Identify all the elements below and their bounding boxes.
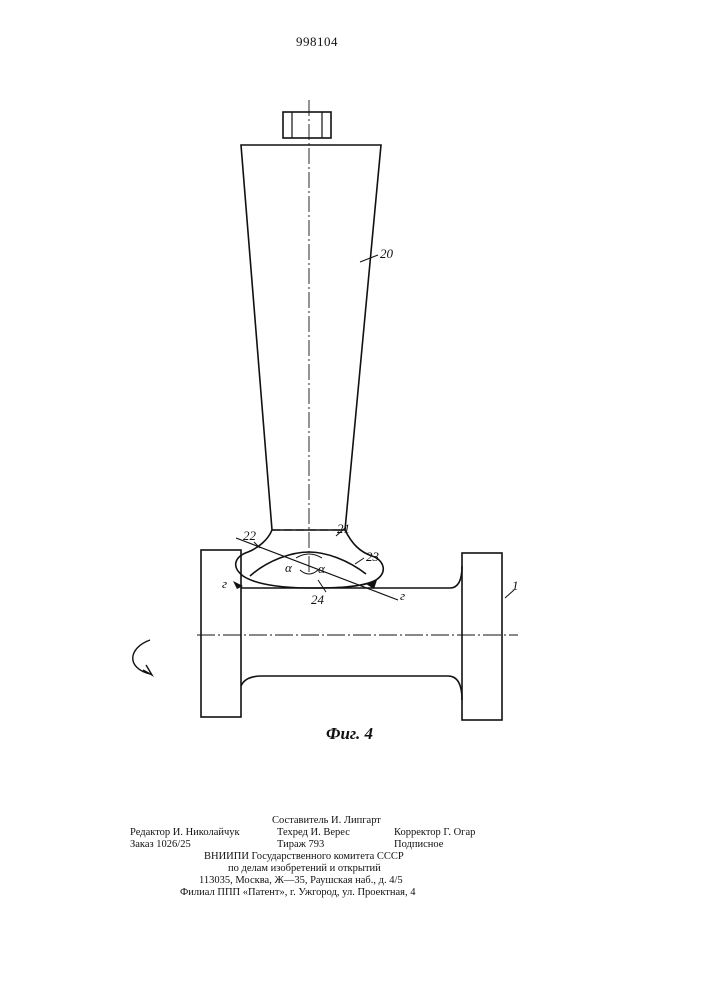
imprint-order: Заказ 1026/25 bbox=[130, 839, 191, 851]
label-part-24: 24 bbox=[311, 592, 324, 608]
imprint-editor: Редактор И. Николайчук bbox=[130, 827, 240, 839]
roll-left-flange bbox=[201, 550, 241, 717]
imprint-org-line2: по делам изобретений и открытий bbox=[228, 863, 381, 875]
roll-neck-top bbox=[241, 566, 462, 588]
imprint-tech-editor: Техред И. Верес bbox=[277, 827, 350, 839]
imprint-subscription: Подписное bbox=[394, 839, 443, 851]
imprint-corrector: Корректор Г. Огар bbox=[394, 827, 475, 839]
imprint-compiler: Составитель И. Липгарт bbox=[272, 815, 381, 827]
nut bbox=[283, 112, 331, 138]
label-part-23: 23 bbox=[366, 549, 379, 565]
roll-right-flange bbox=[462, 553, 502, 720]
label-part-22: 22 bbox=[243, 528, 256, 544]
figure-caption: Фиг. 4 bbox=[326, 724, 373, 744]
label-tool-20: 20 bbox=[380, 246, 393, 262]
profile-24 bbox=[250, 552, 366, 576]
imprint-circulation: Тираж 793 bbox=[277, 839, 324, 851]
label-angle-right: α bbox=[318, 561, 325, 577]
roll-neck-bottom bbox=[241, 676, 462, 700]
imprint-org-line1: ВНИИПИ Государственного комитета СССР bbox=[204, 851, 404, 863]
label-roll-1: 1 bbox=[512, 578, 519, 594]
label-angle-left: α bbox=[285, 560, 292, 576]
imprint-branch: Филиал ППП «Патент», г. Ужгород, ул. Про… bbox=[180, 887, 415, 899]
label-section-right: г bbox=[400, 588, 405, 604]
tool-head bbox=[236, 530, 384, 588]
rotation-arrow bbox=[133, 640, 150, 674]
imprint-address: 113035, Москва, Ж—35, Раушская наб., д. … bbox=[199, 875, 403, 887]
label-section-left: г bbox=[222, 576, 227, 592]
label-part-21: 21 bbox=[337, 521, 350, 537]
tool-body bbox=[241, 145, 381, 530]
